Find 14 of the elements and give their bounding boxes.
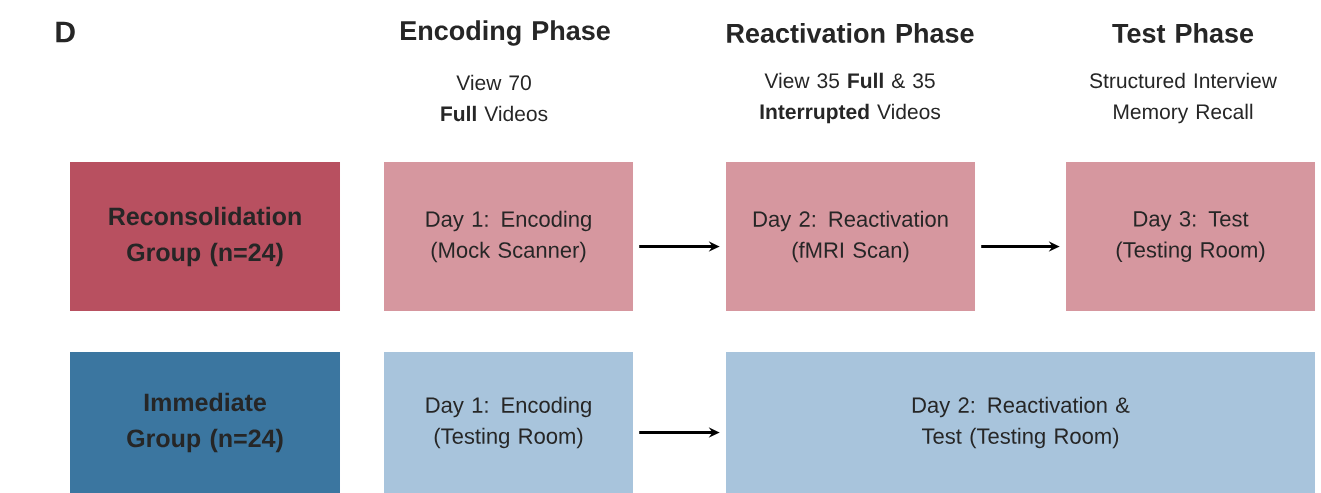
phase-heading: Reactivation Phase — [727, 23, 974, 43]
phase-box: Day 3: Test (Testing Room) — [1066, 162, 1315, 311]
phase-description: Structured Interview Memory Recall — [1090, 72, 1277, 124]
panel-letter: D — [56, 21, 75, 43]
group-box: Immediate Group (n=24) — [70, 352, 340, 493]
phase-box: Day 2: Reactivation & Test (Testing Room) — [726, 352, 1315, 493]
phase-box: Day 1: Encoding (Mock Scanner) — [384, 162, 633, 311]
phase-box: Day 2: Reactivation (fMRI Scan) — [726, 162, 975, 311]
phase-description: View 35 Full & 35 Interrupted Videos — [760, 72, 941, 124]
phase-description: View 70 Full Videos — [441, 74, 548, 122]
phase-box: Day 1: Encoding (Testing Room) — [384, 352, 633, 493]
group-box: Reconsolidation Group (n=24) — [70, 162, 340, 311]
phase-heading: Encoding Phase — [401, 20, 610, 46]
phase-heading: Test Phase — [1112, 23, 1254, 43]
